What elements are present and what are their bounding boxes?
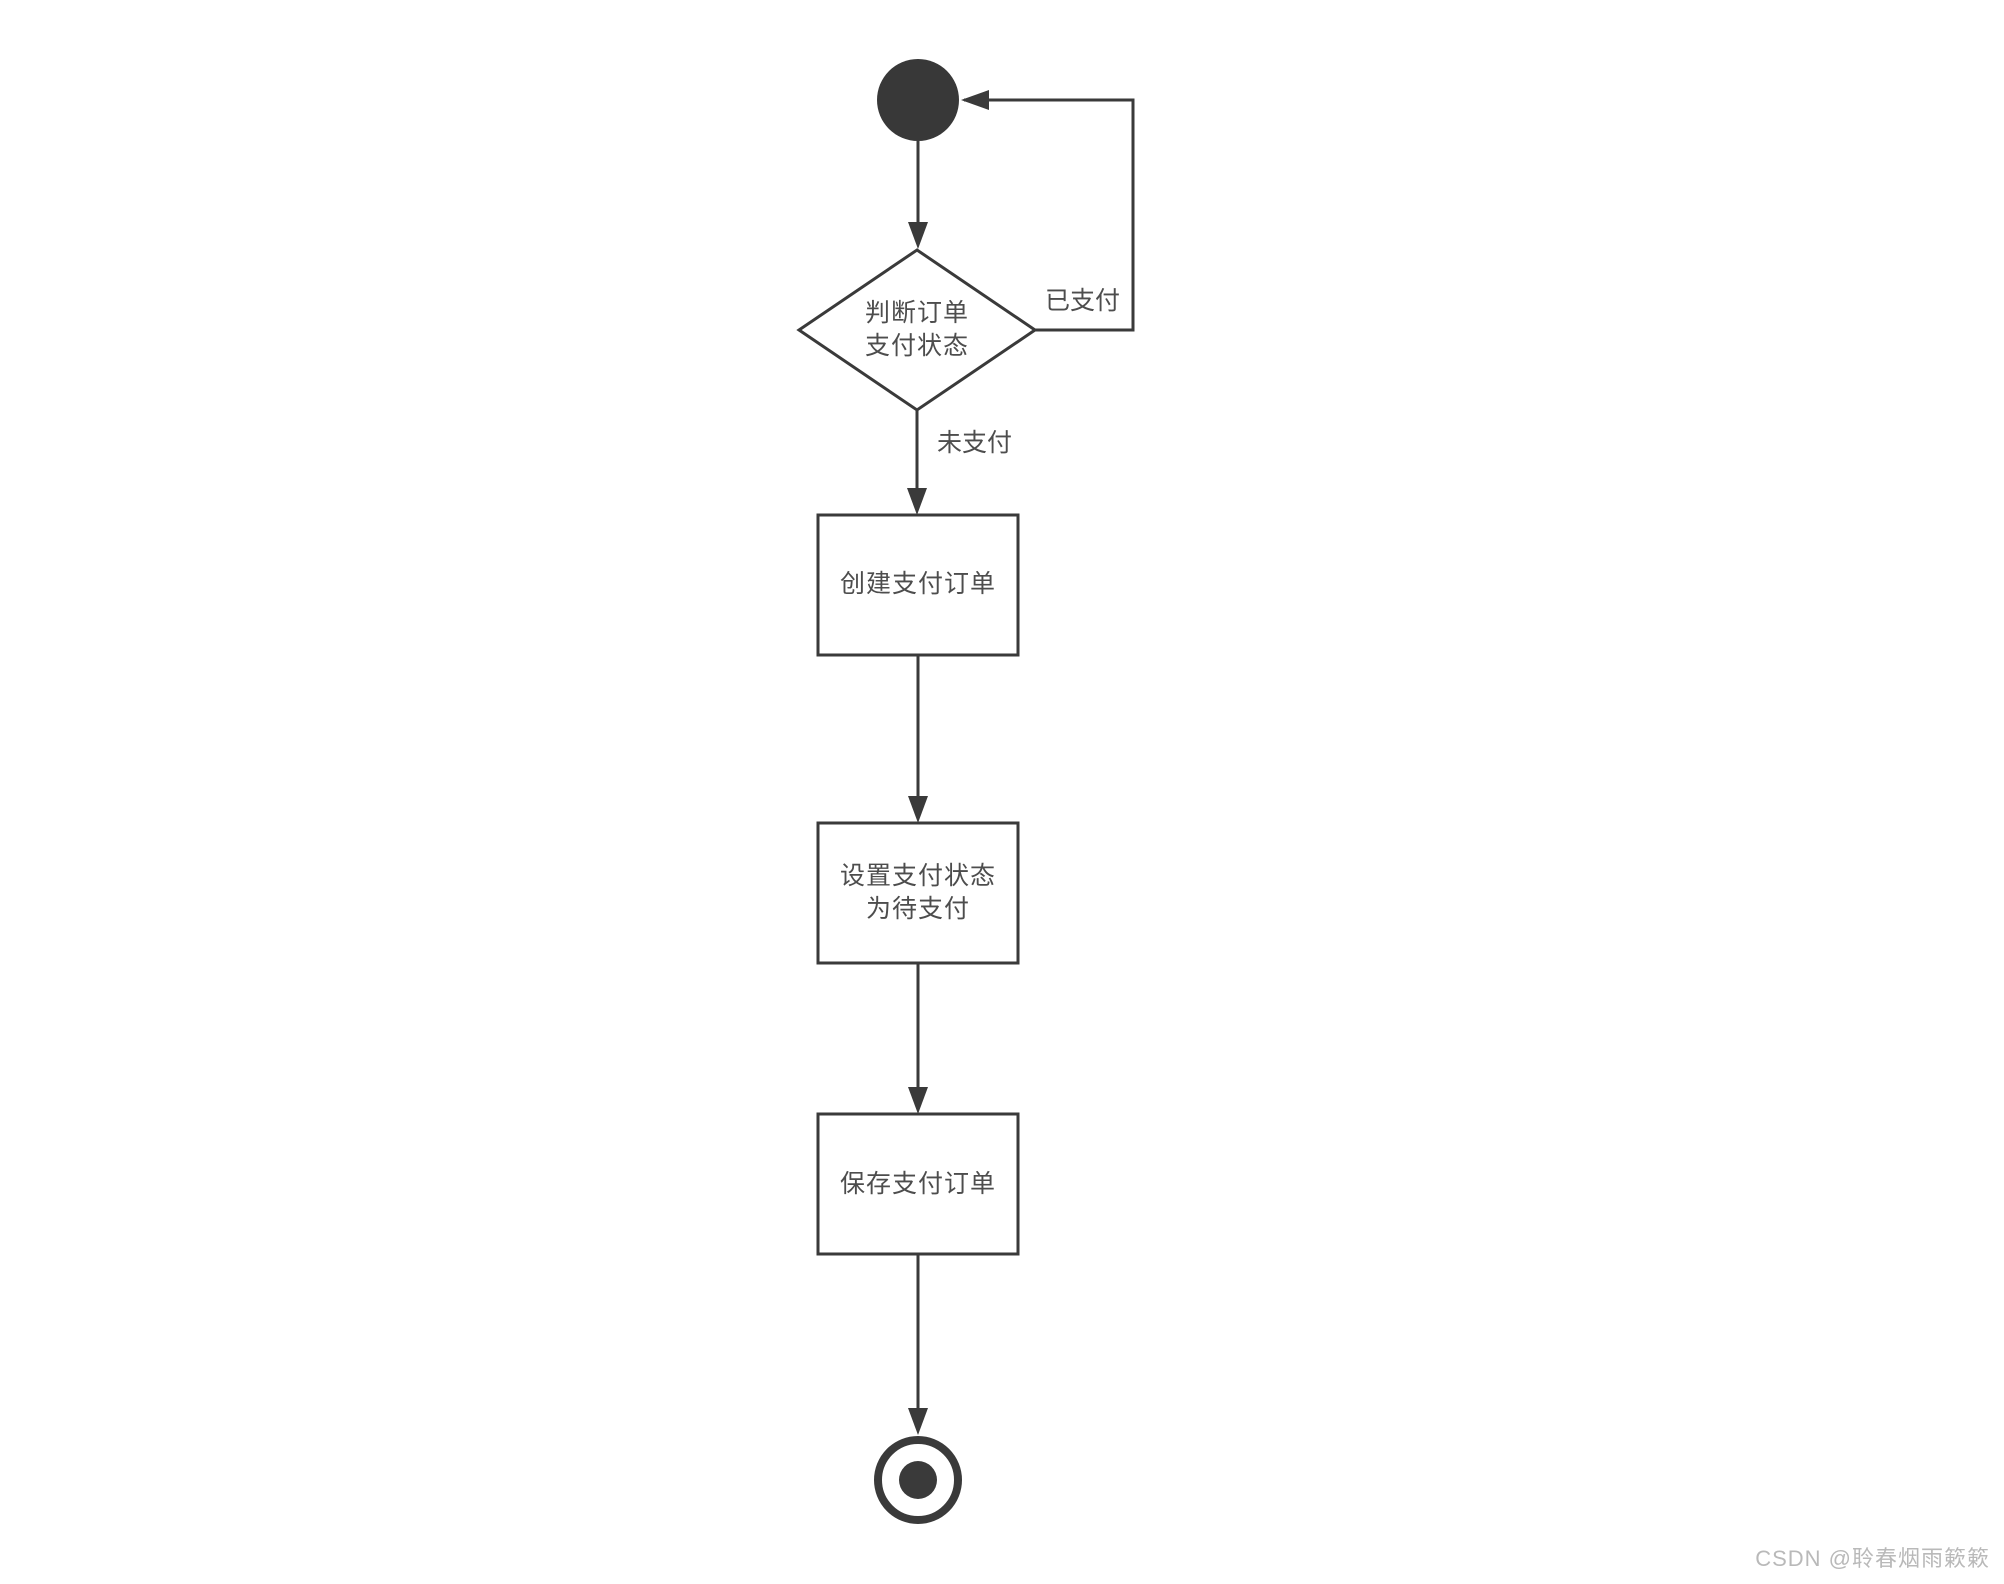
arrowhead-into-create (907, 488, 927, 515)
create-order-node (816, 513, 1020, 657)
edge-label-paid: 已支付 (1045, 287, 1121, 315)
set-status-node-label: 设置支付状态 为待支付 (818, 860, 1018, 926)
arrowhead-into-start (961, 90, 989, 110)
save-order-node-label: 保存支付订单 (839, 1170, 996, 1198)
start-node (877, 59, 959, 141)
decision-node-label: 判断订单 支付状态 (817, 297, 1017, 363)
arrowhead-into-decision (908, 222, 928, 249)
decision-label-line2: 支付状态 (864, 332, 969, 360)
watermark: CSDN @聆春烟雨簌簌 (1755, 1546, 1990, 1571)
end-node-core (899, 1461, 937, 1499)
arrowhead-into-end (908, 1408, 928, 1435)
arrowhead-into-save (908, 1087, 928, 1114)
set-status-label-line2: 为待支付 (865, 895, 970, 923)
set-status-node (816, 821, 1020, 965)
set-status-label-line1: 设置支付状态 (839, 862, 996, 890)
edge-decision-to-start-loop (964, 98, 1135, 332)
save-order-node (816, 1112, 1020, 1256)
edge-label-unpaid: 未支付 (937, 429, 1013, 457)
decision-label-line1: 判断订单 (864, 299, 969, 327)
create-order-node-label: 创建支付订单 (839, 570, 996, 598)
arrowhead-into-set (908, 796, 928, 823)
